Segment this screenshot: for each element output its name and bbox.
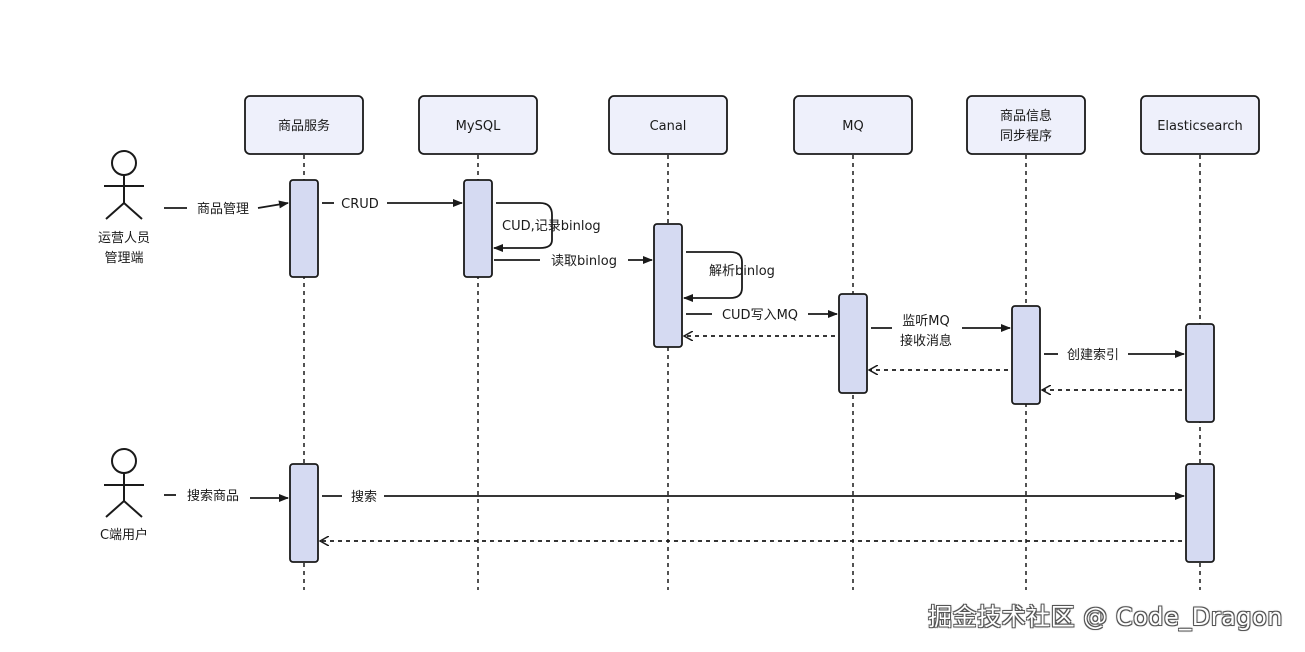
actor-head: [111, 150, 137, 176]
msg-label-search: 搜索: [351, 490, 377, 505]
participant-label-line2: 同步程序: [1000, 129, 1052, 144]
actor-operator: [104, 150, 144, 220]
participant-label: MQ: [842, 119, 863, 134]
participant-sync-program: 商品信息 同步程序: [966, 95, 1086, 155]
activation-mysql-1: [463, 179, 493, 278]
msg-product-manage-line-b: [257, 200, 289, 209]
msg-cud-self-loop: [493, 202, 553, 252]
msg-label-create-index: 创建索引: [1067, 348, 1119, 363]
msg-label-search-product: 搜索商品: [187, 489, 239, 504]
participant-label: MySQL: [456, 119, 501, 134]
msg-label-product-manage: 商品管理: [197, 202, 249, 217]
activation-elasticsearch-1: [1185, 323, 1215, 423]
msg-label-listen-mq-line2: 接收消息: [900, 333, 952, 349]
msg-label-read-binlog: 读取binlog: [551, 254, 617, 269]
participant-label-line1: 商品信息: [1000, 108, 1052, 124]
activation-bars: [289, 179, 1215, 563]
participant-product-service: 商品服务: [244, 95, 364, 155]
messages: [164, 199, 1185, 541]
activation-product-service-1: [289, 179, 319, 278]
msg-label-parse-binlog: 解析binlog: [709, 264, 775, 279]
activation-canal-1: [653, 223, 683, 348]
activation-elasticsearch-2: [1185, 463, 1215, 563]
msg-label-cud-write-mq: CUD写入MQ: [722, 308, 798, 323]
actor-operator-label-line1: 运营人员: [98, 231, 150, 246]
actor-operator-label-line2: 管理端: [104, 251, 143, 266]
participant-label: Canal: [650, 119, 687, 134]
msg-label-listen-mq-line1: 监听MQ: [902, 314, 949, 329]
activation-product-service-2: [289, 463, 319, 563]
actor-c-user-label: C端用户: [100, 527, 148, 543]
participant-label: Elasticsearch: [1157, 119, 1243, 134]
msg-label-crud: CRUD: [341, 197, 379, 212]
msg-label-cud-binlog: CUD,记录binlog: [502, 219, 601, 234]
lifelines: [303, 155, 1201, 590]
participant-elasticsearch: Elasticsearch: [1140, 95, 1260, 155]
participant-label: 商品服务: [278, 118, 330, 134]
activation-mq-1: [838, 293, 868, 394]
msg-parse-binlog-self-loop: [683, 251, 743, 302]
actor-head: [111, 448, 137, 474]
actor-c-user: [104, 448, 144, 518]
participant-mq: MQ: [793, 95, 913, 155]
participant-canal: Canal: [608, 95, 728, 155]
participant-mysql: MySQL: [418, 95, 538, 155]
watermark: 掘金技术社区 @ Code_Dragon: [928, 603, 1283, 631]
activation-sync-program-1: [1011, 305, 1041, 405]
